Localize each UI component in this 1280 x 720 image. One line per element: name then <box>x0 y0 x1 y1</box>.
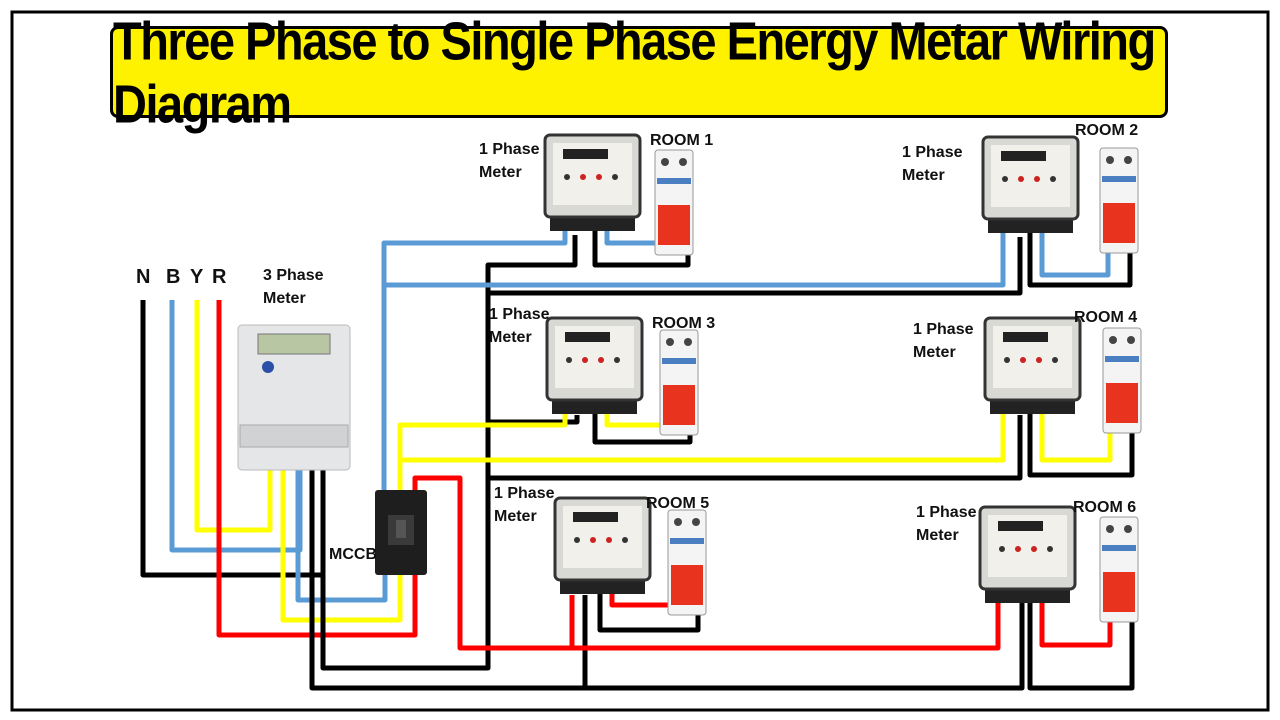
label-b: B <box>166 266 181 288</box>
neutral-to-m2 <box>488 237 1023 296</box>
blue-meter-to-mccb <box>295 445 388 603</box>
room-breaker-5[interactable] <box>667 509 707 616</box>
mccb-label: MCCB <box>329 546 377 563</box>
room-breaker-6[interactable] <box>1099 516 1139 623</box>
yellow-to-m4 <box>400 405 1006 463</box>
single-phase-meter-3 <box>545 316 644 414</box>
blue-to-m2 <box>384 227 1006 288</box>
neutral-to-m4 <box>488 415 1023 481</box>
yellow-meter-to-mccb <box>280 445 403 623</box>
m2-out-phase <box>1039 227 1111 278</box>
three-phase-meter-label-line2: Meter <box>263 290 306 307</box>
red-to-m6 <box>572 600 1001 651</box>
m6-out-phase <box>1039 590 1113 648</box>
single-phase-meter-6 <box>978 505 1077 603</box>
meter-label-line2: Meter <box>494 508 537 525</box>
three-phase-meter-label-line1: 3 Phase <box>263 267 324 284</box>
single-phase-meter-2 <box>981 135 1080 233</box>
meter-label-line2: Meter <box>479 164 522 181</box>
meter-label-line2: Meter <box>916 527 959 544</box>
meter-label-line1: 1 Phase <box>489 306 550 323</box>
m6-out-neutral <box>1027 590 1135 691</box>
meter-label-line1: 1 Phase <box>916 504 977 521</box>
mccb-breaker <box>375 490 427 575</box>
outer-frame <box>10 10 1270 712</box>
neutral-bus-2 <box>309 445 1025 691</box>
neutral-bus-1 <box>320 235 578 671</box>
meter-label-line1: 1 Phase <box>902 144 963 161</box>
page-title: Three Phase to Single Phase Energy Metar… <box>113 9 1156 135</box>
meter-label-line1: 1 Phase <box>479 141 540 158</box>
m5-out-neutral <box>597 585 701 633</box>
single-phase-meter-1 <box>543 133 642 231</box>
room-breaker-2[interactable] <box>1099 147 1139 254</box>
meter-label-line2: Meter <box>913 344 956 361</box>
three-phase-meter <box>237 324 351 471</box>
room-label-3: ROOM 3 <box>652 315 716 332</box>
room-breaker-1[interactable] <box>654 149 694 256</box>
room-label-1: ROOM 1 <box>650 132 714 149</box>
room-label-4: ROOM 4 <box>1074 309 1138 326</box>
title-banner: Three Phase to Single Phase Energy Metar… <box>110 10 1168 134</box>
label-r: R <box>212 266 227 288</box>
room-breaker-3[interactable] <box>659 329 699 436</box>
blue-mccb-to-m1 <box>381 225 568 490</box>
label-n: N <box>136 266 151 288</box>
single-phase-meter-4 <box>983 316 1082 414</box>
yellow-supply-wire <box>194 300 273 533</box>
m2-out-neutral <box>1027 227 1133 288</box>
red-supply-wire <box>216 300 418 638</box>
room-label-2: ROOM 2 <box>1075 122 1139 139</box>
red-mccb-to-m5 <box>412 475 575 651</box>
m4-out-neutral <box>1027 405 1135 478</box>
single-phase-meter-5 <box>553 496 652 594</box>
meter-label-line1: 1 Phase <box>494 485 555 502</box>
room-label-5: ROOM 5 <box>646 495 710 512</box>
room-label-6: ROOM 6 <box>1073 499 1137 516</box>
meter-label-line2: Meter <box>902 167 945 184</box>
neutral-to-m3 <box>488 415 580 425</box>
meter-label-line1: 1 Phase <box>913 321 974 338</box>
label-y: Y <box>190 266 204 288</box>
m4-out-phase <box>1039 405 1113 463</box>
room-breaker-4[interactable] <box>1102 327 1142 434</box>
meter-label-line2: Meter <box>489 329 532 346</box>
